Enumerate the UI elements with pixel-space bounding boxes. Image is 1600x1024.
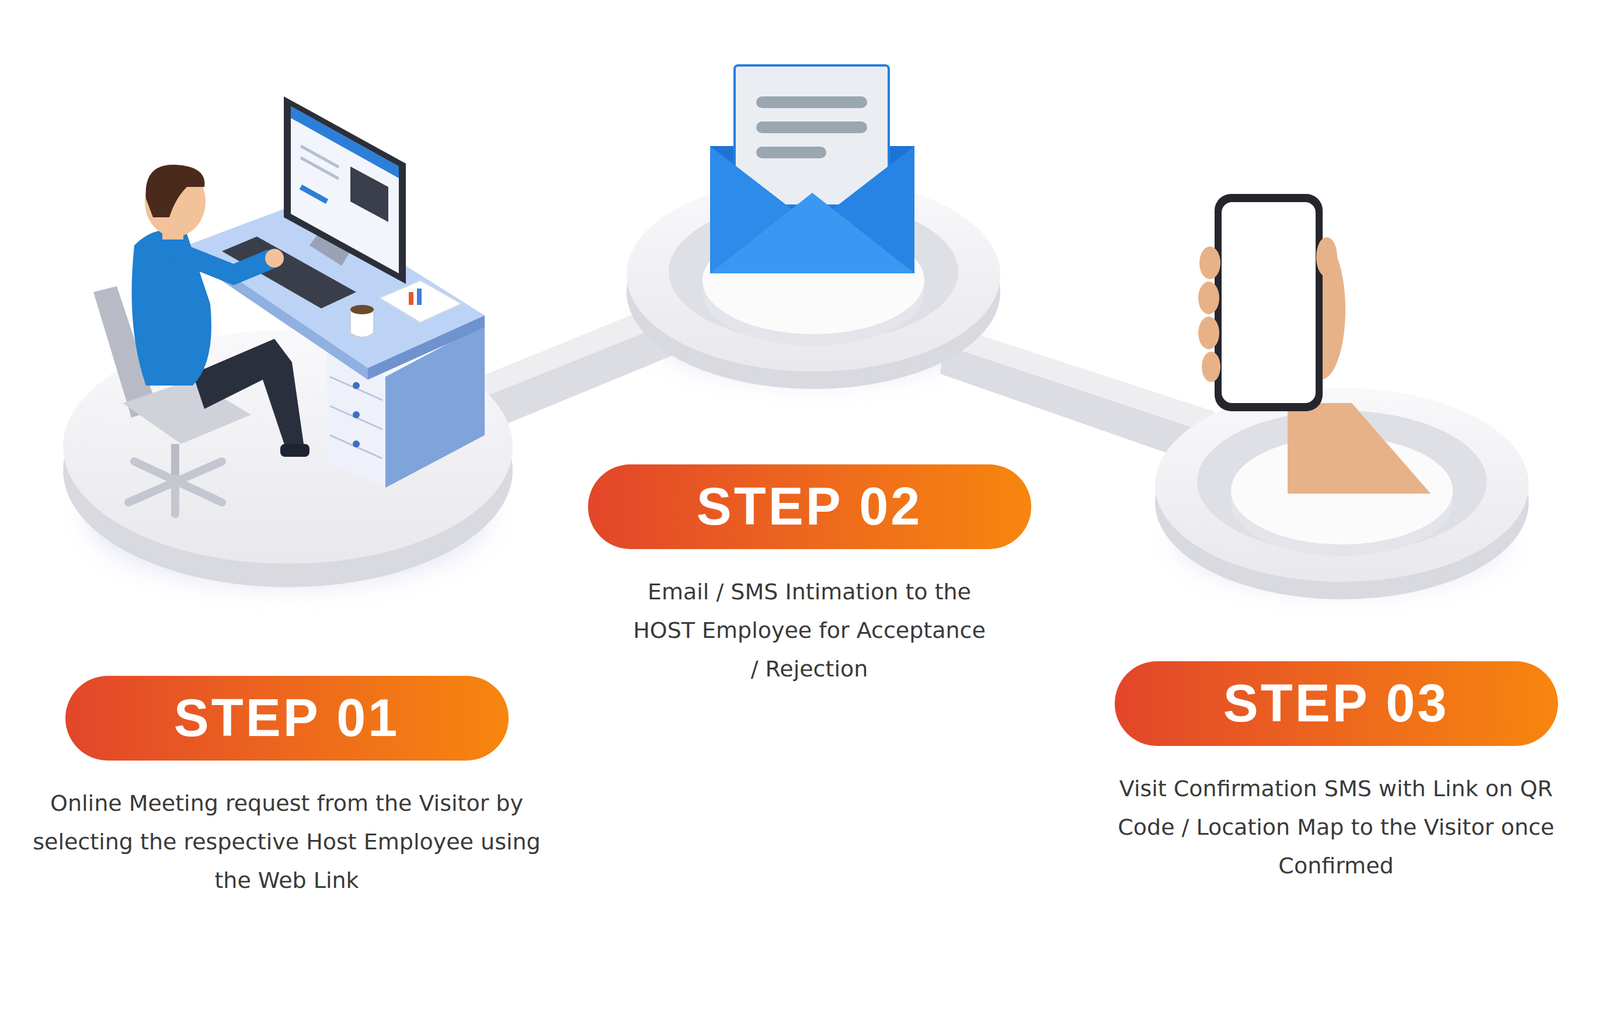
ring-top — [626, 177, 1001, 372]
step-description: Online Meeting request from the Visitor … — [23, 783, 550, 900]
drawer-knob — [352, 411, 360, 419]
phone-screen — [1221, 202, 1316, 403]
ring-top — [1155, 387, 1529, 582]
step-pill: STEP 03 — [1114, 661, 1558, 746]
drawer-knob — [352, 381, 360, 389]
drawer-line — [329, 376, 383, 400]
finger — [1199, 246, 1221, 280]
step-node: STEP 02 Email / SMS Intimation to the HOS… — [587, 464, 1032, 688]
connector-bar-top — [943, 324, 1215, 433]
drawer-knob — [352, 440, 360, 448]
finger — [1201, 351, 1221, 382]
letter-line — [762, 121, 862, 134]
phone-body — [1214, 193, 1323, 412]
thumb — [1316, 237, 1338, 277]
screen-line — [300, 145, 339, 168]
person-hair — [145, 164, 205, 218]
screen-line — [300, 157, 339, 179]
monitor-screen — [290, 106, 399, 274]
step-node: STEP 01 Online Meeting request from the V… — [23, 675, 550, 900]
step-pill: STEP 02 — [588, 464, 1032, 549]
step-pill: STEP 01 — [65, 675, 509, 761]
envelope-front — [710, 192, 915, 274]
person-shoe — [280, 443, 310, 457]
arm — [1287, 402, 1431, 494]
coffee — [350, 304, 374, 315]
screen-button — [300, 186, 328, 202]
paper-chart — [416, 288, 422, 305]
finger — [1198, 281, 1220, 315]
chair-legs — [128, 461, 222, 514]
step-node: STEP 03 Visit Confirmation SMS with Link … — [1114, 661, 1558, 885]
person-arm — [175, 251, 269, 275]
chair-post — [171, 443, 180, 479]
desk-edge — [367, 315, 485, 380]
screen-header — [290, 106, 399, 179]
connector-bar — [940, 324, 1215, 462]
finger — [1198, 316, 1220, 350]
step-description: Email / SMS Intimation to the HOST Emplo… — [628, 572, 991, 688]
person-legs — [192, 338, 304, 450]
letter-line — [762, 146, 821, 159]
paper-chart — [408, 291, 414, 305]
person-hand — [265, 248, 284, 268]
drawer-line — [329, 405, 383, 430]
screen-image — [350, 166, 389, 222]
drawer-line — [329, 435, 383, 459]
step-description: Visit Confirmation SMS with Link on QR C… — [1114, 769, 1558, 885]
monitor-frame — [283, 96, 406, 284]
paper — [379, 280, 462, 323]
letter-line — [762, 96, 862, 109]
